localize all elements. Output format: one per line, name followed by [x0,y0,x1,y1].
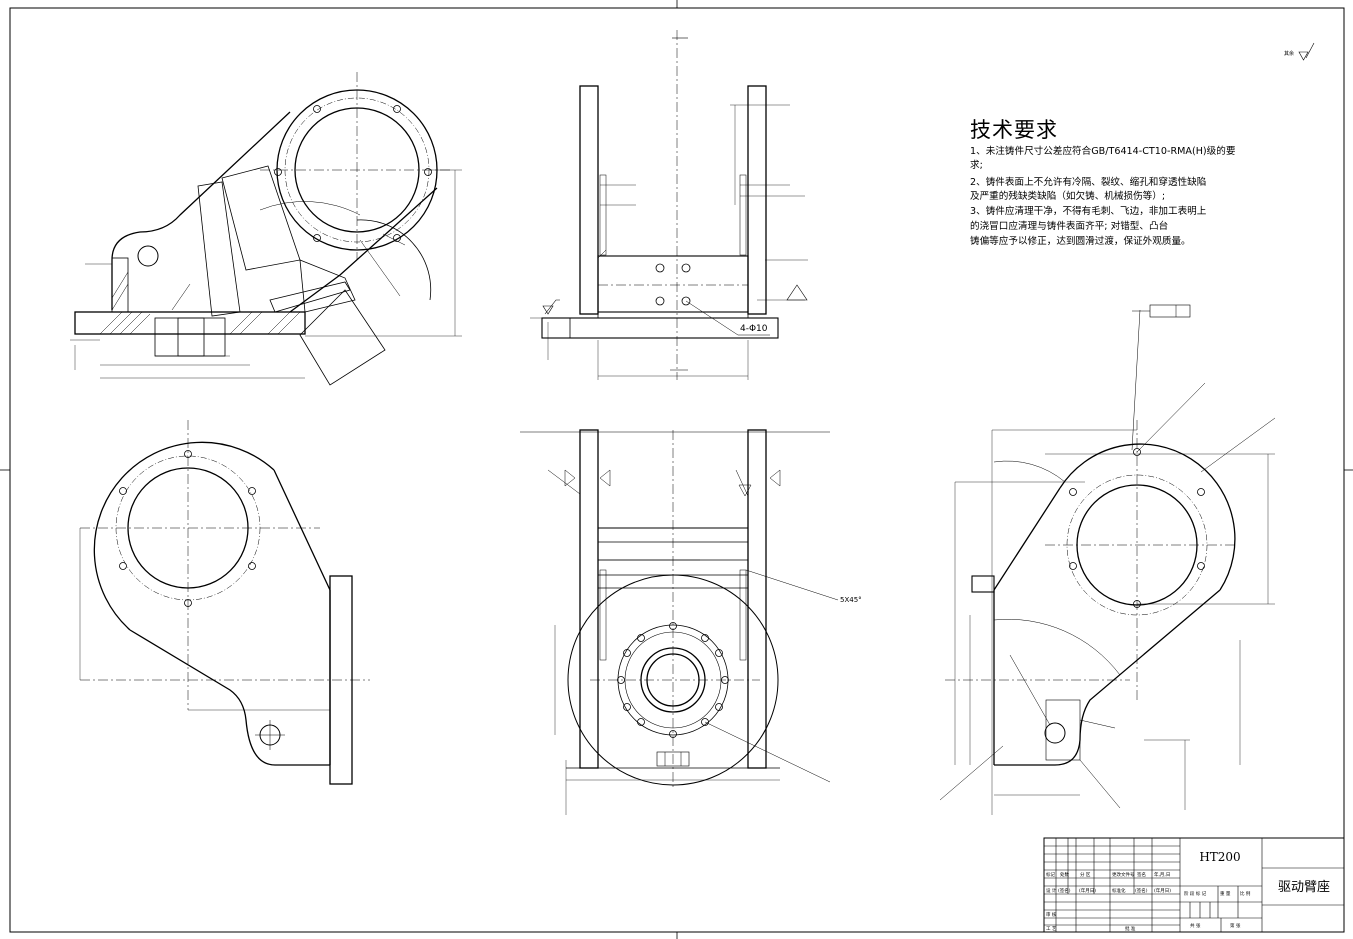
tech-requirement-line: 及严重的残缺类缺陷（如欠铸、机械损伤等）; [970,191,1166,202]
tb-label: 工 艺 [1046,927,1057,932]
tb-label: 标记 [1046,873,1055,878]
tb-label: 重 量 [1220,892,1231,897]
tb-label: 第 张 [1230,924,1241,929]
tb-label: (签名) [1058,889,1071,894]
side-view-bottom-right [939,304,1276,815]
chamfer-callout: 5X45° [840,596,862,604]
tb-label: 共 张 [1190,924,1201,929]
tech-requirement-line: 1、未注铸件尺寸公差应符合GB/T6414-CT10-RMA(H)级的要 [970,146,1236,157]
top-view-bottom-left [79,420,370,785]
tb-label: 标准化 [1112,889,1126,894]
tb-label: (年月日) [1079,889,1097,894]
tech-requirement-line: 2、铸件表面上不允许有冷隔、裂纹、缩孔和穿透性缺陷 [970,177,1207,188]
part-name: 驱动臂座 [1277,880,1330,895]
tb-label: 处数 [1060,873,1069,878]
tech-requirement-line: 求; [970,160,983,171]
tech-requirements-title: 技术要求 [970,118,1058,142]
rough-note: 其余 [1284,51,1295,57]
tech-requirement-line: 的浇冒口应清理与铸件表面齐平; 对错型、凸台 [970,221,1169,232]
tb-label: (签名) [1135,889,1148,894]
tech-requirement-line: 3、铸件应清理干净，不得有毛刺、飞边，非加工表明上 [970,206,1207,217]
tb-label: 分 区 [1080,873,1091,878]
tb-label: 阶 段 标 记 [1184,892,1207,897]
tb-label: 年,月,日 [1154,873,1171,878]
tb-label: 设 计 [1046,889,1057,894]
roughness-symbol [1298,51,1309,61]
section-view-top-left [70,72,462,386]
tb-label: 审 核 [1046,913,1057,918]
tb-label: 更改文件号 [1112,873,1135,878]
tech-requirement-line: 铸偏等应予以修正，达到圆滑过渡，保证外观质量。 [970,236,1191,247]
front-view-top-middle [530,30,808,380]
title-block [1043,837,1345,933]
bottom-view-middle [520,429,839,815]
material-label: HT200 [1199,850,1241,864]
tb-label: 比 例 [1240,892,1251,897]
hole-callout: 4-Φ10 [740,324,768,334]
tb-label: (年月日) [1154,889,1172,894]
tb-label: 签名 [1137,873,1146,878]
tb-label: 批 准 [1125,927,1136,932]
